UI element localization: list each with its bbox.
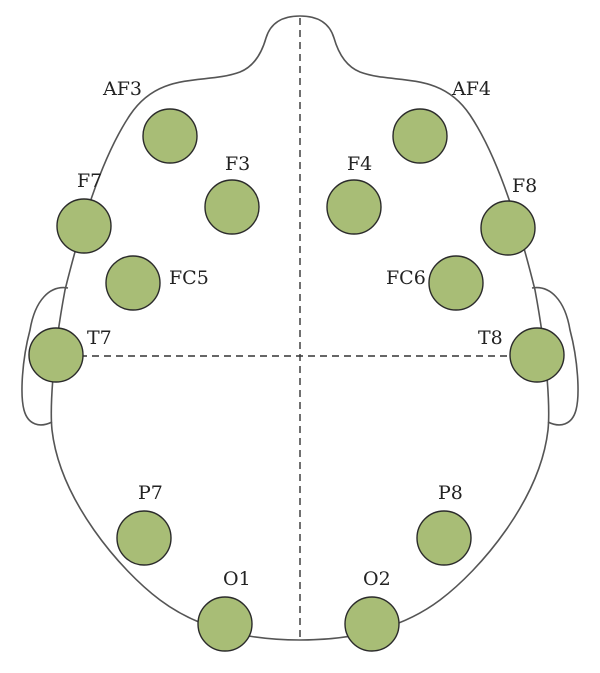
left-ear <box>21 286 69 426</box>
label-f4: F4 <box>347 153 372 175</box>
electrode-t8 <box>509 327 565 383</box>
label-o2: O2 <box>363 568 391 590</box>
label-t7: T7 <box>87 327 112 349</box>
electrode-o1 <box>197 596 253 652</box>
label-f3: F3 <box>225 153 250 175</box>
label-af4: AF4 <box>451 78 491 100</box>
label-f8: F8 <box>512 175 537 197</box>
electrode-p8 <box>416 510 472 566</box>
electrode-af4 <box>392 108 448 164</box>
head-outline <box>50 15 550 641</box>
electrode-fc6 <box>428 255 484 311</box>
electrode-f3 <box>204 179 260 235</box>
electrode-f4 <box>326 179 382 235</box>
electrode-t7 <box>28 327 84 383</box>
label-f7: F7 <box>77 170 102 192</box>
label-o1: O1 <box>223 568 251 590</box>
label-p8: P8 <box>438 482 463 504</box>
label-fc6: FC6 <box>386 267 426 289</box>
electrode-o2 <box>344 596 400 652</box>
right-ear <box>531 286 579 426</box>
electrode-fc5 <box>105 255 161 311</box>
label-af3: AF3 <box>102 78 142 100</box>
label-t8: T8 <box>478 327 503 349</box>
electrode-p7 <box>116 510 172 566</box>
electrode-f8 <box>480 200 536 256</box>
electrode-af3 <box>142 108 198 164</box>
label-fc5: FC5 <box>169 267 209 289</box>
electrode-f7 <box>56 198 112 254</box>
label-p7: P7 <box>138 482 163 504</box>
